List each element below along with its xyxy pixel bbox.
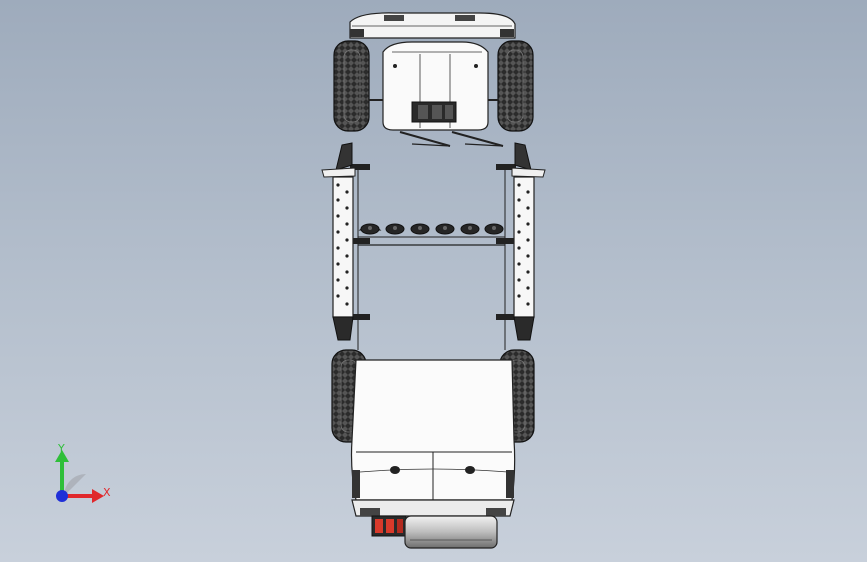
light-pods-row[interactable] (358, 223, 504, 235)
rear-tub[interactable] (382, 41, 489, 131)
reference-triad: Y X (55, 442, 111, 503)
left-side-step[interactable] (321, 142, 356, 341)
spare-wheel-drum[interactable] (404, 515, 498, 549)
triad-x-arrow (92, 489, 104, 503)
frame-and-side-steps[interactable] (321, 142, 546, 350)
front-body-assembly[interactable] (331, 349, 535, 549)
triad-y-arrow (55, 450, 69, 462)
rear-left-tire[interactable] (333, 40, 370, 132)
rear-body-assembly[interactable] (333, 12, 534, 147)
triad-x-label: X (103, 486, 111, 499)
front-bumper[interactable] (351, 499, 515, 517)
triad-gray-arc (64, 474, 86, 496)
rear-right-tire[interactable] (497, 40, 534, 132)
triad-y-label: Y (57, 442, 65, 455)
winch[interactable] (371, 515, 407, 537)
rear-bumper[interactable] (349, 12, 516, 39)
right-side-step[interactable] (511, 142, 546, 341)
triad-z-origin (56, 490, 68, 502)
wiper-parts[interactable] (399, 131, 504, 147)
